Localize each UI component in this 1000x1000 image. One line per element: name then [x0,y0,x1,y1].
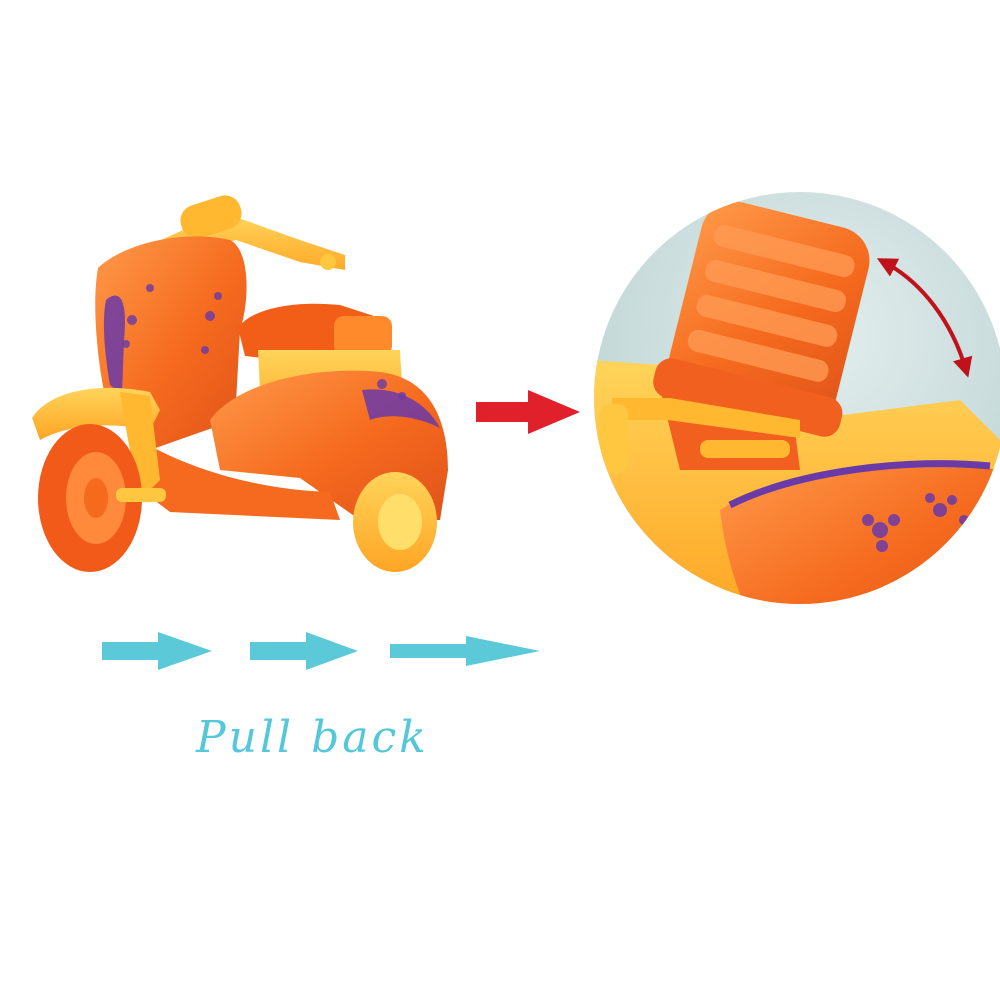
double-headed-arc-arrow-icon [876,258,973,378]
zoom-detail-icon [594,192,1000,604]
cyan-arrow-icon [102,632,540,670]
red-arrow-icon [476,390,580,434]
pull-back-caption: Pull back [196,712,429,763]
toy-scooter-icon [32,195,448,572]
